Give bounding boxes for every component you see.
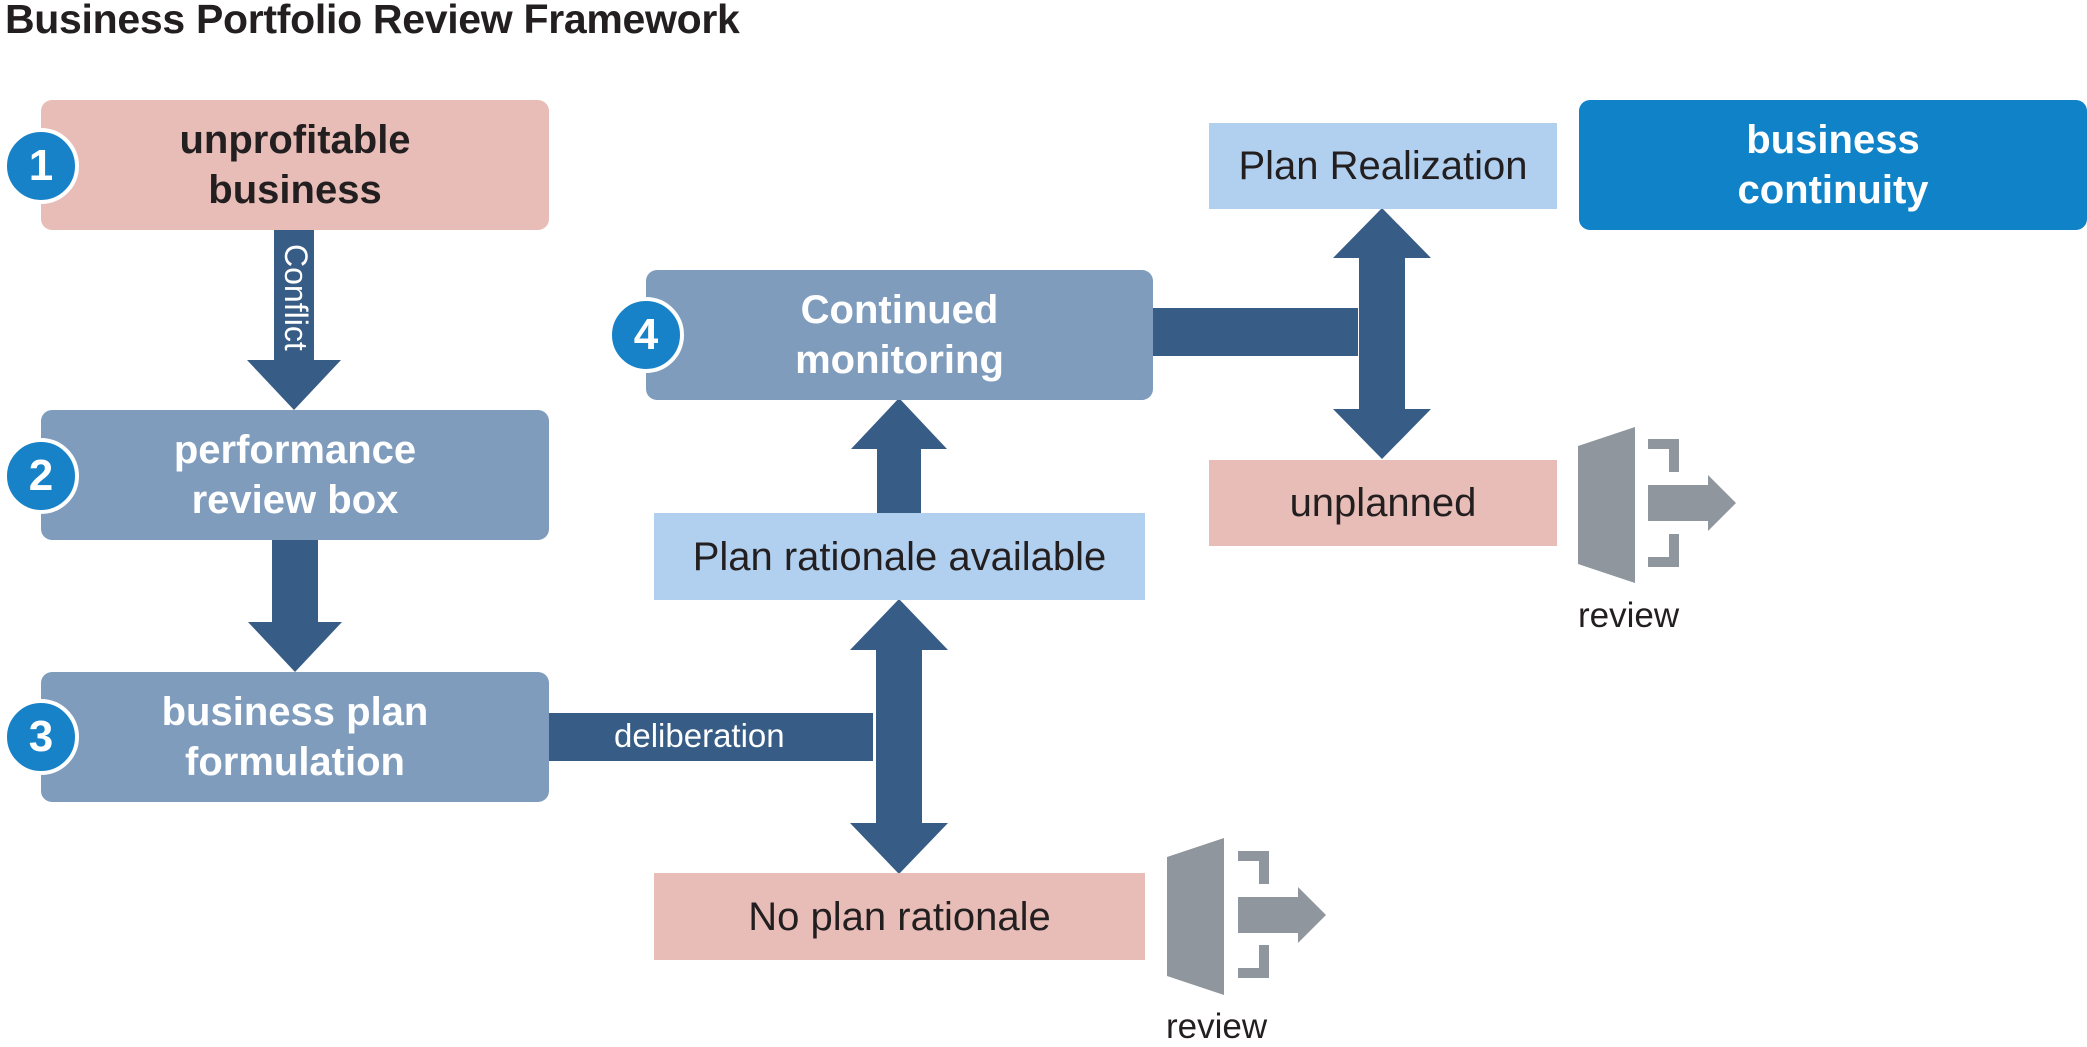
- no-plan-rationale-box: No plan rationale: [654, 873, 1145, 960]
- review-exit-icon-upper: [1578, 427, 1736, 583]
- review-caption-upper: review: [1578, 596, 1680, 635]
- plan-rationale-available-box: Plan rationale available: [654, 513, 1145, 600]
- arrow-monitoring-decision: [1333, 208, 1431, 459]
- business-continuity-box: business continuity: [1579, 100, 2087, 230]
- arrow-monitoring-bar: [1153, 308, 1358, 356]
- step-4-box: Continued monitoring: [646, 270, 1153, 400]
- step-1-line1: unprofitable: [179, 118, 411, 162]
- step-2-box: performance review box: [41, 410, 549, 540]
- diagram-title: Business Portfolio Review Framework: [5, 0, 740, 42]
- step-1-badge: 1: [3, 128, 79, 204]
- step-3-badge: 3: [3, 699, 79, 775]
- plan-realization-box: Plan Realization: [1209, 123, 1557, 209]
- review-caption-lower: review: [1166, 1007, 1268, 1046]
- step-4-line2: monitoring: [795, 338, 1004, 382]
- arrow-to-monitoring: [851, 398, 947, 513]
- step-1-box: unprofitable business: [41, 100, 549, 230]
- step-3-line2: formulation: [185, 740, 405, 784]
- step-2-line2: review box: [191, 478, 399, 522]
- step-2-badge: 2: [3, 438, 79, 514]
- step-3-box: business plan formulation: [41, 672, 549, 802]
- step-3-line1: business plan: [161, 690, 429, 734]
- business-continuity-line1: business: [1746, 118, 1920, 162]
- arrow-conflict: [247, 230, 341, 410]
- conflict-label: Conflict: [278, 244, 314, 351]
- business-continuity-line2: continuity: [1737, 168, 1929, 212]
- review-exit-icon-lower: [1167, 838, 1326, 995]
- arrow-review-to-plan: [248, 538, 342, 672]
- deliberation-label: deliberation: [614, 717, 785, 754]
- step-2-line1: performance: [173, 428, 417, 472]
- step-1-line2: business: [208, 168, 382, 212]
- arrow-deliberation-bar: [546, 713, 873, 761]
- arrow-plan-decision: [850, 599, 948, 874]
- step-4-line1: Continued: [800, 288, 999, 332]
- step-4-badge: 4: [608, 297, 684, 373]
- unplanned-box: unplanned: [1209, 460, 1557, 546]
